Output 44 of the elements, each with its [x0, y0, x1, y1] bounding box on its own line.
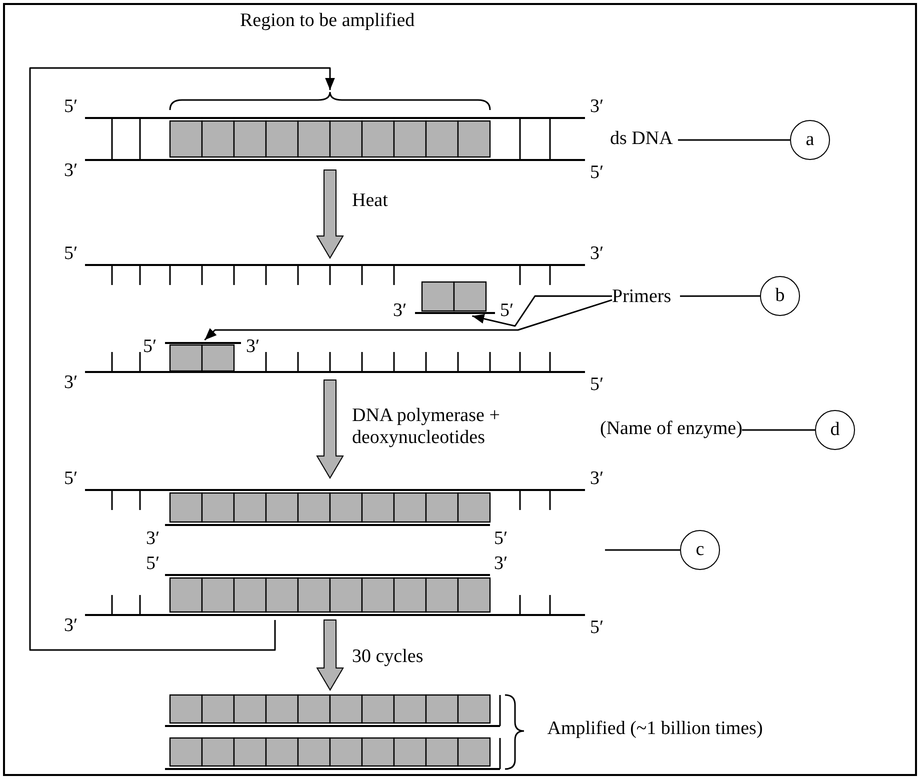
block-arrow — [316, 620, 344, 691]
strand-end-label: 5′ — [590, 162, 604, 184]
strand-end-label: 3′ — [64, 160, 78, 182]
strand-end-label: 3′ — [590, 468, 604, 490]
circled-letter: a — [790, 120, 830, 160]
strand-end-label: 3′ — [64, 615, 78, 637]
strand-end-label: 5′ — [494, 528, 508, 550]
strand-end-label: 5′ — [64, 243, 78, 265]
caption-text: Amplified (~1 billion times) — [546, 718, 764, 740]
connector-line — [678, 139, 790, 141]
connector-line — [605, 549, 680, 551]
arrow — [29, 67, 335, 651]
edge-label: 30 cycles — [352, 646, 424, 668]
strand-end-label: 3′ — [246, 336, 260, 358]
strand-end-label: 3′ — [590, 243, 604, 265]
connector-line — [742, 429, 815, 431]
circled-letter: b — [760, 276, 800, 316]
edge-label: Heat — [352, 190, 389, 212]
block-arrow — [316, 380, 344, 479]
edge-label: DNA polymerase + deoxynucleotides — [352, 405, 501, 449]
block-arrow — [316, 170, 344, 259]
strand-end-label: 5′ — [500, 300, 514, 322]
strand-end-label: 3′ — [64, 372, 78, 394]
strand-end-label: 3′ — [393, 300, 407, 322]
primer-drawing — [415, 282, 495, 313]
strand-end-label: 3′ — [590, 96, 604, 118]
label-text: Primers — [612, 286, 680, 308]
strand-end-label: 3′ — [146, 528, 160, 550]
arrow — [472, 295, 612, 327]
region-label: Region to be amplified — [240, 10, 415, 32]
strand-end-label: 5′ — [590, 374, 604, 396]
label-text: ds DNA — [610, 128, 678, 150]
circled-letter: c — [680, 530, 720, 570]
strand-end-label: 3′ — [494, 553, 508, 575]
strand-end-label: 5′ — [64, 468, 78, 490]
primer-drawing — [165, 343, 241, 371]
arrow — [204, 299, 612, 341]
circled-letter: d — [815, 410, 855, 450]
strand-end-label: 5′ — [590, 617, 604, 639]
strand-end-label: 5′ — [64, 96, 78, 118]
connector-line — [680, 295, 760, 297]
strand-end-label: 5′ — [143, 336, 157, 358]
label-text: (Name of enzyme) — [600, 418, 742, 440]
strand-end-label: 5′ — [146, 553, 160, 575]
